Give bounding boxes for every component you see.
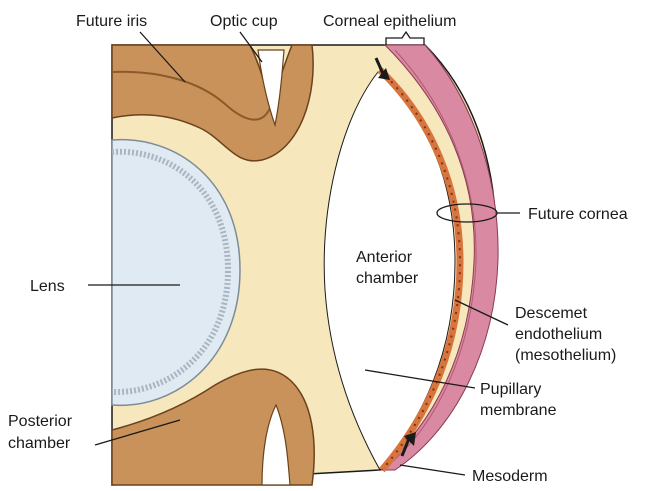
label-posterior-line2: chamber [8,435,71,452]
corneal-epithelium-bracket [386,32,424,45]
leader-mesoderm [400,465,465,475]
label-posterior-line1: Posterior [8,413,73,430]
label-pupillary-line1: Pupillary [480,381,541,398]
label-pupillary-line2: membrane [480,402,557,419]
label-lens: Lens [30,278,65,295]
label-descemet-line3: (mesothelium) [515,347,616,364]
label-anterior-chamber-line1: Anterior [356,249,413,266]
label-future-iris: Future iris [76,13,147,30]
label-future-cornea: Future cornea [528,206,628,223]
label-corneal-epithelium: Corneal epithelium [323,13,456,30]
label-optic-cup: Optic cup [210,13,278,30]
tissue-section [112,32,498,485]
label-descemet-line1: Descemet [515,305,588,322]
label-mesoderm: Mesoderm [472,468,548,485]
label-descemet-line2: endothelium [515,326,602,343]
label-anterior-chamber-line2: chamber [356,270,419,287]
